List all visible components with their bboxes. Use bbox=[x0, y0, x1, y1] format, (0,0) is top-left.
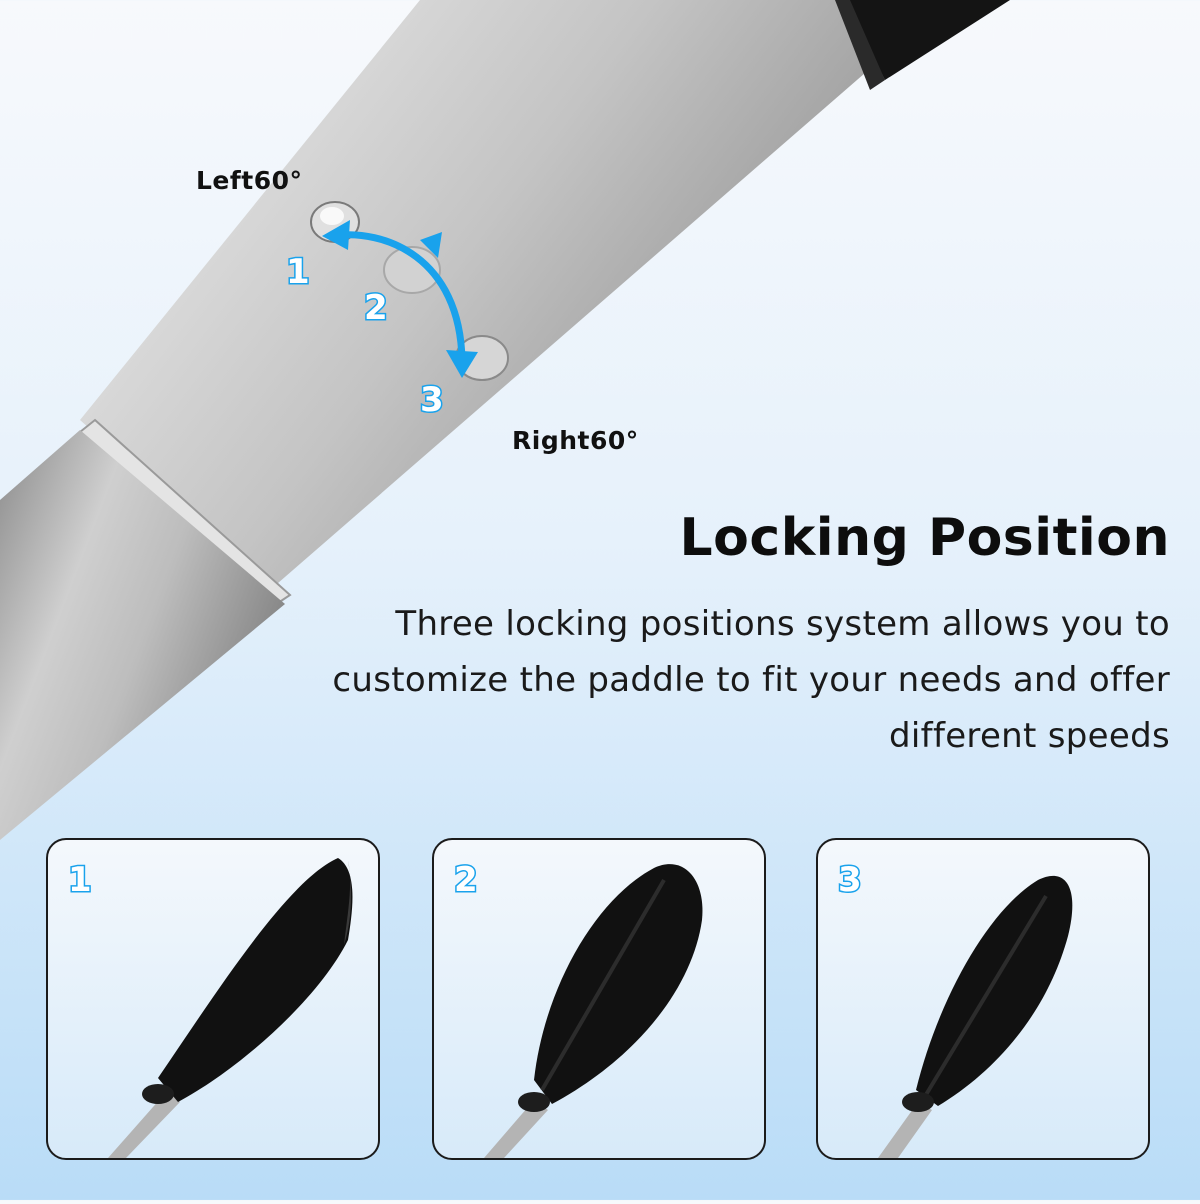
paddle-blade-3-image bbox=[878, 875, 1073, 1158]
position-panel-2: 2 bbox=[432, 838, 766, 1160]
panel-2-number: 2 bbox=[453, 859, 480, 902]
position-panel-1: 1 bbox=[46, 838, 380, 1160]
panel-1-number: 1 bbox=[67, 859, 94, 902]
lock-hole-2 bbox=[383, 246, 441, 294]
step-2-marker: 2 bbox=[363, 287, 390, 330]
upper-shaft-section bbox=[80, 0, 880, 590]
right-angle-label: Right60° bbox=[512, 426, 639, 455]
rotation-arrow bbox=[331, 231, 466, 361]
position-panel-3: 3 bbox=[816, 838, 1150, 1160]
paddle-blade-2-image bbox=[484, 864, 703, 1158]
paddle-blade-1-image bbox=[108, 858, 353, 1158]
panel-3-number: 3 bbox=[837, 859, 864, 902]
step-1-marker: 1 bbox=[285, 251, 312, 294]
black-shaft-end bbox=[845, 0, 1010, 80]
left-angle-label: Left60° bbox=[196, 166, 303, 195]
lower-shaft-section bbox=[0, 430, 285, 840]
page-title: Locking Position bbox=[679, 508, 1170, 568]
feature-description: Three locking positions system allows yo… bbox=[332, 604, 1170, 756]
step-3-marker: 3 bbox=[419, 379, 446, 422]
